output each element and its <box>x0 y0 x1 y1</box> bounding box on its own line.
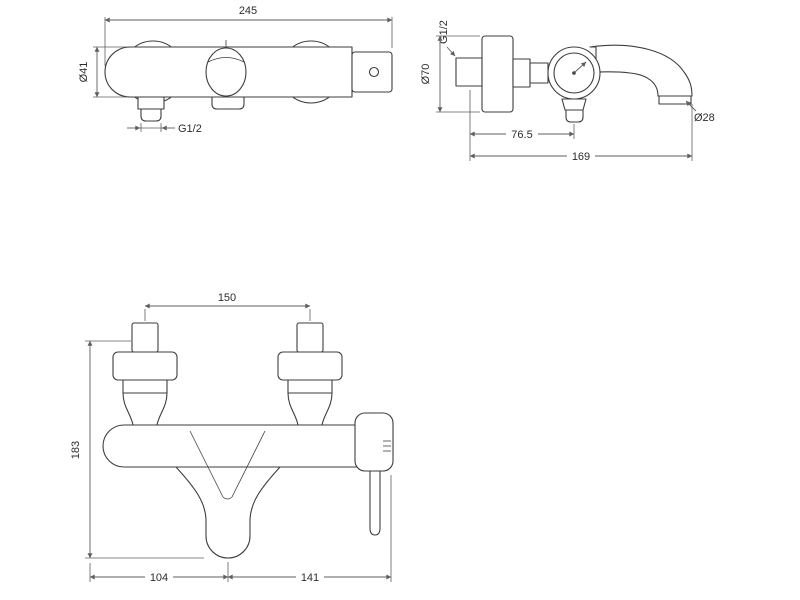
dim-label-connection-centers: 150 <box>218 292 236 304</box>
leader-line <box>446 46 456 57</box>
bottom-port-cap <box>565 109 584 123</box>
body-detail-line <box>189 430 224 498</box>
lever-base <box>354 412 394 472</box>
front-view: 245 Ø41 G1/2 <box>78 5 393 135</box>
escutcheon <box>277 351 343 381</box>
aerator-outlet <box>211 96 245 110</box>
body-detail-line <box>231 430 266 498</box>
dim-label-spout-diameter: Ø28 <box>694 112 715 124</box>
union-neck <box>122 392 168 426</box>
dim-label-overall-height: 183 <box>70 441 82 459</box>
union-collar <box>287 379 333 394</box>
dim-label-overall-width: 245 <box>239 5 257 17</box>
bottom-port-taper <box>561 98 587 111</box>
label-background <box>145 571 173 583</box>
wall-flange <box>481 35 514 113</box>
handle-knob-line <box>207 57 245 63</box>
union-nut <box>296 322 324 353</box>
wall-inlet <box>455 57 483 87</box>
body-detail-arc <box>222 496 233 500</box>
wall-bracket-plate <box>351 51 393 93</box>
label-background <box>567 150 595 162</box>
body-neck-2 <box>529 62 549 84</box>
dim-label-right-span: 141 <box>301 572 319 584</box>
valve-body-inner <box>553 52 595 94</box>
union-collar <box>122 379 168 394</box>
dim-label-end-diameter: Ø41 <box>78 62 90 83</box>
side-view: G1/2 Ø70 76.5 169 Ø28 <box>420 20 715 163</box>
escutcheon <box>112 351 178 381</box>
front-view-complete: 150 183 104 141 <box>70 292 394 584</box>
lever-handle-stem <box>369 470 381 536</box>
bracket-screw-hole <box>368 66 380 78</box>
label-background <box>296 571 324 583</box>
dim-label-flange-diameter: Ø70 <box>420 64 432 85</box>
dim-label-left-span: 104 <box>150 572 168 584</box>
body-neck <box>512 58 531 88</box>
spout <box>589 44 693 97</box>
spout-aerator <box>658 96 692 105</box>
shower-outlet-lower <box>140 108 162 122</box>
spout <box>175 466 281 559</box>
dim-label-wall-to-valve: 76.5 <box>511 129 532 141</box>
right-union <box>277 322 343 426</box>
dim-label-shower-outlet-thread: G1/2 <box>178 123 202 135</box>
union-neck <box>287 392 333 426</box>
union-nut <box>131 322 159 353</box>
label-background <box>506 128 538 140</box>
dim-label-overall-depth: 169 <box>572 151 590 163</box>
valve-pointer <box>573 61 587 74</box>
shower-outlet-upper <box>137 96 165 110</box>
leader-line <box>685 100 697 112</box>
left-union <box>112 322 178 426</box>
mixer-body <box>102 424 361 468</box>
handle-knob <box>205 47 247 97</box>
